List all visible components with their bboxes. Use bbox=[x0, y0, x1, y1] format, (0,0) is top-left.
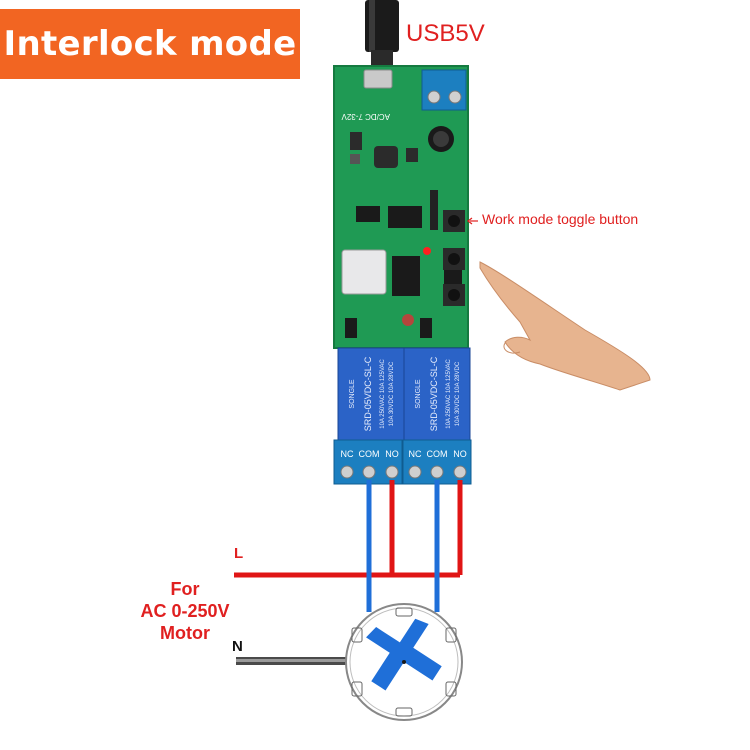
relay-2-marking: SRD-05VDC-SL-C bbox=[429, 356, 439, 431]
line-n-label: N bbox=[232, 638, 243, 655]
relay-1-rating-2: 10A 30VDC 10A 28VDC bbox=[389, 361, 395, 426]
toggle-button-label: Work mode toggle button bbox=[482, 211, 639, 227]
terminal-block-2: NC COM NO bbox=[402, 439, 472, 485]
terminal-2-com: COM bbox=[427, 449, 448, 459]
wire-live bbox=[234, 480, 463, 578]
title-banner: Interlock mode bbox=[0, 9, 300, 79]
usb-cable bbox=[365, 0, 399, 66]
relay-2-rating-2: 10A 30VDC 10A 28VDC bbox=[455, 361, 461, 426]
motor-symbol bbox=[345, 603, 463, 721]
relay-1-marking: SRD-05VDC-SL-C bbox=[363, 356, 373, 431]
relay-1: SRD-05VDC-SL-C 10A 250VAC 10A 125VAC 10A… bbox=[337, 347, 405, 441]
terminal-1-com: COM bbox=[359, 449, 380, 459]
wire-n bbox=[236, 657, 348, 665]
terminal-2-no: NO bbox=[453, 449, 467, 459]
motor-label-line-3: Motor bbox=[160, 623, 210, 643]
relay-1-rating-1: 10A 250VAC 10A 125VAC bbox=[380, 359, 386, 429]
wire-neutral bbox=[366, 480, 440, 612]
pcb-board: AC/DC 7-32V bbox=[333, 65, 469, 349]
terminal-1-no: NO bbox=[385, 449, 399, 459]
toggle-arrow-icon bbox=[467, 217, 478, 225]
relay-2-rating-1: 10A 250VAC 10A 125VAC bbox=[446, 359, 452, 429]
usb5v-label: USB5V bbox=[406, 20, 485, 47]
relay-2-brand: SONGLE bbox=[415, 379, 422, 409]
title: Interlock mode bbox=[3, 24, 297, 64]
relay-1-brand: SONGLE bbox=[349, 379, 356, 409]
terminal-2-nc: NC bbox=[409, 449, 422, 459]
motor-label: For AC 0-250V Motor bbox=[110, 578, 260, 644]
motor-label-line-2: AC 0-250V bbox=[140, 601, 230, 621]
relay-2: SRD-05VDC-SL-C 10A 250VAC 10A 125VAC 10A… bbox=[403, 347, 471, 441]
board-marking: AC/DC 7-32V bbox=[341, 112, 390, 121]
motor-label-line-1: For bbox=[170, 579, 200, 599]
terminal-1-nc: NC bbox=[341, 449, 354, 459]
pointing-hand-icon bbox=[479, 261, 651, 391]
terminal-block-1: NC COM NO bbox=[333, 439, 403, 485]
line-l-label: L bbox=[234, 545, 244, 562]
